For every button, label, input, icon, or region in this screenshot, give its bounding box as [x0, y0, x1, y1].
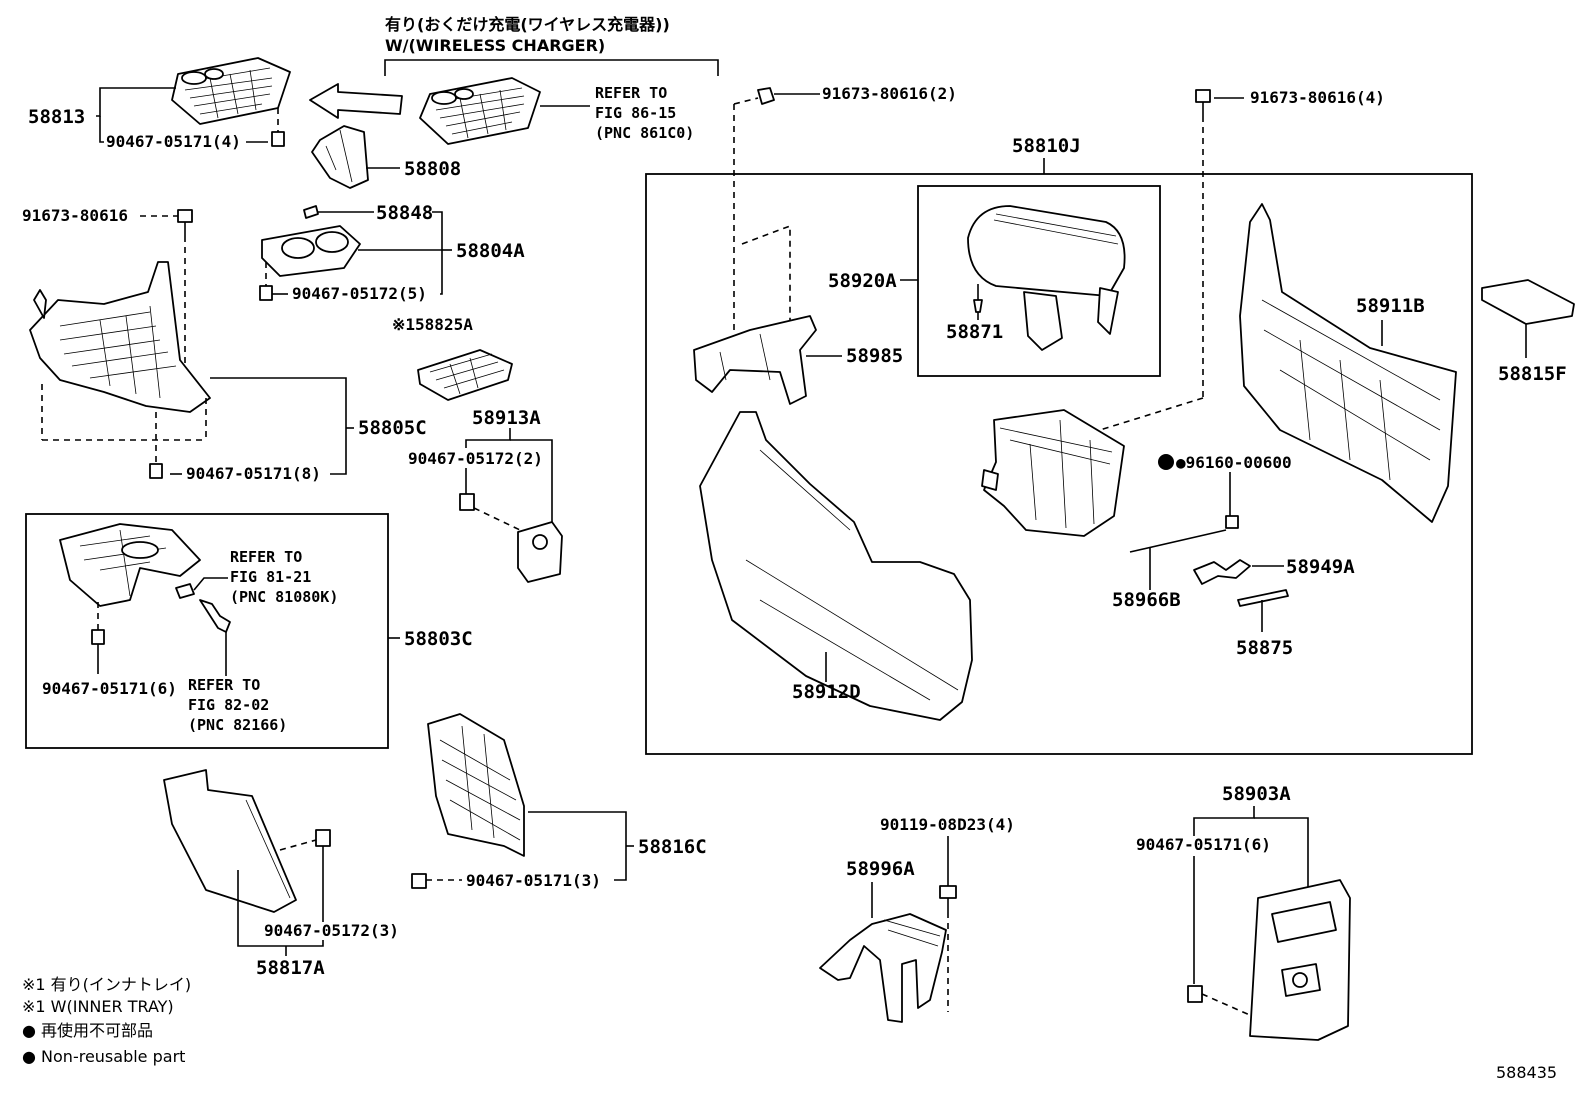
label-58920A: 58920A [828, 270, 897, 292]
clip-icon [259, 285, 273, 301]
clip-icon [459, 493, 475, 511]
label-90467-05172-2: 90467-05172(2) [408, 449, 543, 468]
screw-icon [973, 284, 983, 313]
bolt-icon [939, 885, 957, 912]
refer-3-line2: FIG 82-02 [188, 696, 269, 714]
wire-icon [199, 599, 231, 633]
label-58996A: 58996A [846, 858, 915, 880]
part-58825a-inner-tray [417, 349, 513, 401]
label-58848: 58848 [376, 202, 433, 224]
wireless-bracket [384, 59, 719, 76]
label-90119-08D23-4: 90119-08D23(4) [880, 815, 1015, 834]
label-58804A: 58804A [456, 240, 525, 262]
part-58911b-side-panel [1239, 203, 1457, 523]
label-58875: 58875 [1236, 637, 1293, 659]
diagram-id: 588435 [1496, 1063, 1557, 1082]
box-58920a [917, 185, 1161, 377]
label-58808: 58808 [404, 158, 461, 180]
part-58903a-rear-panel [1249, 879, 1351, 1041]
note-inner-tray-en: ※1 W(INNER TRAY) [22, 997, 174, 1016]
label-58871: 58871 [946, 321, 1003, 343]
label-58912D: 58912D [792, 681, 861, 703]
label-96160-00600: ●96160-00600 [1176, 453, 1292, 472]
connector-icon [175, 583, 195, 599]
label-90467-05172-5: 90467-05172(5) [292, 284, 427, 303]
part-58949a-spring [1193, 559, 1251, 585]
label-90467-05171-6a: 90467-05171(6) [42, 679, 177, 698]
label-91673-80616-2: 91673-80616(2) [822, 84, 957, 103]
note-non-reusable-en: ● Non-reusable part [22, 1047, 185, 1066]
part-58817a-side-panel [163, 769, 297, 913]
box-58810j [645, 173, 1473, 755]
bolt-icon [757, 87, 775, 105]
note-inner-tray-jp: ※1 有り(インナトレイ) [22, 975, 191, 994]
clip-icon [411, 873, 427, 889]
label-90467-05171-3: 90467-05171(3) [466, 871, 601, 890]
part-58875-pin [1237, 589, 1289, 607]
label-90467-05171-4: 90467-05171(4) [106, 132, 241, 151]
label-58816C: 58816C [638, 836, 707, 858]
label-90467-05172-3: 90467-05172(3) [264, 921, 399, 940]
label-91673-80616-4: 91673-80616(4) [1250, 88, 1385, 107]
refer-3-line3: (PNC 82166) [188, 716, 287, 734]
label-58985: 58985 [846, 345, 903, 367]
clip-icon [315, 829, 331, 847]
part-58985-bracket [693, 315, 817, 405]
label-58825A: ※158825A [392, 315, 473, 334]
refer-2-line1: REFER TO [230, 548, 302, 566]
clip-icon [1187, 985, 1203, 1003]
label-58949A: 58949A [1286, 556, 1355, 578]
part-58912d-side-panel [699, 411, 973, 721]
bolt-icon [1195, 89, 1211, 116]
label-58913A: 58913A [472, 407, 541, 429]
label-90467-05171-8: 90467-05171(8) [186, 464, 321, 483]
label-58805C: 58805C [358, 417, 427, 439]
part-58805c-console-base [29, 261, 211, 413]
label-91673-80616: 91673-80616 [22, 206, 128, 225]
refer-3-line1: REFER TO [188, 676, 260, 694]
label-90467-05171-6b: 90467-05171(6) [1136, 835, 1271, 854]
label-58810J: 58810J [1012, 135, 1081, 157]
part-58996a-bracket [819, 913, 947, 1023]
part-58913a-panel [517, 521, 563, 583]
wireless-jp-label: 有り(おくだけ充電(ワイヤレス充電器)) [385, 15, 670, 34]
label-58803C: 58803C [404, 628, 473, 650]
wireless-en-label: W/(WIRELESS CHARGER) [385, 36, 605, 55]
part-58816c-side-panel [427, 713, 525, 857]
part-58966b-rod [1129, 529, 1227, 553]
part-58815f-mat [1481, 279, 1575, 325]
label-58911B: 58911B [1356, 295, 1425, 317]
clip-icon [149, 463, 163, 479]
part-58920a-armrest [967, 205, 1126, 351]
refer-1-line1: REFER TO [595, 84, 667, 102]
bolt-icon [177, 209, 193, 236]
label-58817A: 58817A [256, 957, 325, 979]
part-58803c-assembly [59, 523, 201, 607]
refer-1-line2: FIG 86-15 [595, 104, 676, 122]
label-58815F: 58815F [1498, 363, 1567, 385]
part-58808-boot [311, 125, 369, 189]
clip-icon [271, 131, 285, 147]
refer-2-line3: (PNC 81080K) [230, 588, 338, 606]
label-58903A: 58903A [1222, 783, 1291, 805]
label-58813: 58813 [28, 106, 85, 128]
part-58813-tray [171, 57, 291, 125]
refer-2-line2: FIG 81-21 [230, 568, 311, 586]
label-58966B: 58966B [1112, 589, 1181, 611]
refer-1-line3: (PNC 861C0) [595, 124, 694, 142]
note-non-reusable-jp: ● 再使用不可部品 [22, 1021, 153, 1040]
part-console-box [981, 409, 1125, 537]
part-58848-clip [303, 205, 319, 219]
ring-icon [1225, 515, 1239, 529]
left-arrow-icon [309, 83, 403, 119]
box-58803c [25, 513, 389, 749]
non-reusable-dot-icon [1158, 454, 1174, 470]
part-58804a-cup-holder [261, 225, 361, 277]
clip-icon [91, 629, 105, 645]
part-wireless-charger-tray [419, 77, 541, 145]
